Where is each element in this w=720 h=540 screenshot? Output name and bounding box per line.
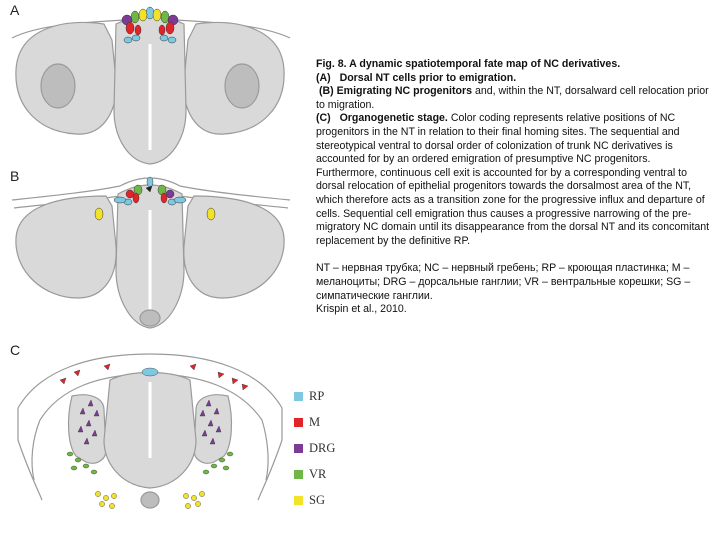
caption-part-b: (B) Emigrating NC progenitors and, withi… (316, 85, 712, 112)
panel-a-nc-cells (121, 6, 179, 44)
caption-title: Fig. 8. A dynamic spatiotemporal fate ma… (316, 58, 621, 70)
caption-part-a: (A) Dorsal NT cells prior to emigration. (316, 72, 712, 86)
legend-label-m: M (309, 415, 321, 429)
caption-b-text: and, within the NT, dorsalward cell relo… (316, 85, 709, 111)
legend-swatch-sg (294, 496, 303, 505)
legend-label-vr: VR (309, 467, 327, 481)
panel-a-right-dermomyotome (224, 63, 260, 109)
caption-part-c: (C) Organogenetic stage. Color coding re… (316, 112, 712, 248)
fate-map-illustration (11, 6, 291, 509)
caption-a-text: Dorsal NT cells prior to emigration. (339, 71, 517, 84)
caption-c-bold: Organogenetic stage. (339, 112, 448, 125)
caption-c-label: (C) (316, 112, 331, 125)
legend-swatch-vr (294, 470, 303, 479)
panel-b-left-somite (15, 195, 117, 299)
panel-b-diagram (11, 177, 291, 329)
panel-c-label: C (10, 342, 21, 358)
caption-a-label: (A) (316, 71, 331, 84)
panel-b-right-somite (183, 195, 285, 299)
figure-caption: Fig. 8. A dynamic spatiotemporal fate ma… (316, 58, 712, 317)
panel-b-label: B (10, 168, 20, 184)
panel-c-left-ganglion (67, 394, 107, 464)
legend-swatch-rp (294, 392, 303, 401)
russian-abbreviations: NT – нервная трубка; NC – нервный гребен… (316, 262, 691, 302)
panel-c-inner-arc (39, 373, 269, 481)
legend-label-drg: DRG (309, 441, 336, 455)
legend-label-sg: SG (309, 493, 325, 507)
panel-c-notochord (140, 491, 160, 509)
panel-a-diagram (11, 12, 291, 165)
panel-b-nc-cells (94, 176, 216, 221)
legend-label-rp: RP (309, 389, 325, 403)
panel-c-outer-arc (17, 353, 283, 501)
panel-a-left-dermomyotome (40, 63, 76, 109)
legend-swatch-drg (294, 444, 303, 453)
caption-c-text: Color coding represents relative positio… (316, 112, 710, 247)
panel-a-label: A (10, 2, 20, 18)
panel-c-nc-cells (59, 363, 249, 509)
caption-b-label: (B) Emigrating NC progenitors (318, 85, 472, 98)
panel-c-inner-arc-left (31, 419, 41, 481)
panel-c-diagram (17, 353, 283, 509)
panel-c-outer-arc-left (17, 408, 43, 501)
panel-b-notochord (139, 309, 161, 327)
legend-swatch-m (294, 418, 303, 427)
citation: Krispin et al., 2010. (316, 303, 407, 316)
panel-c-right-ganglion (193, 394, 233, 464)
